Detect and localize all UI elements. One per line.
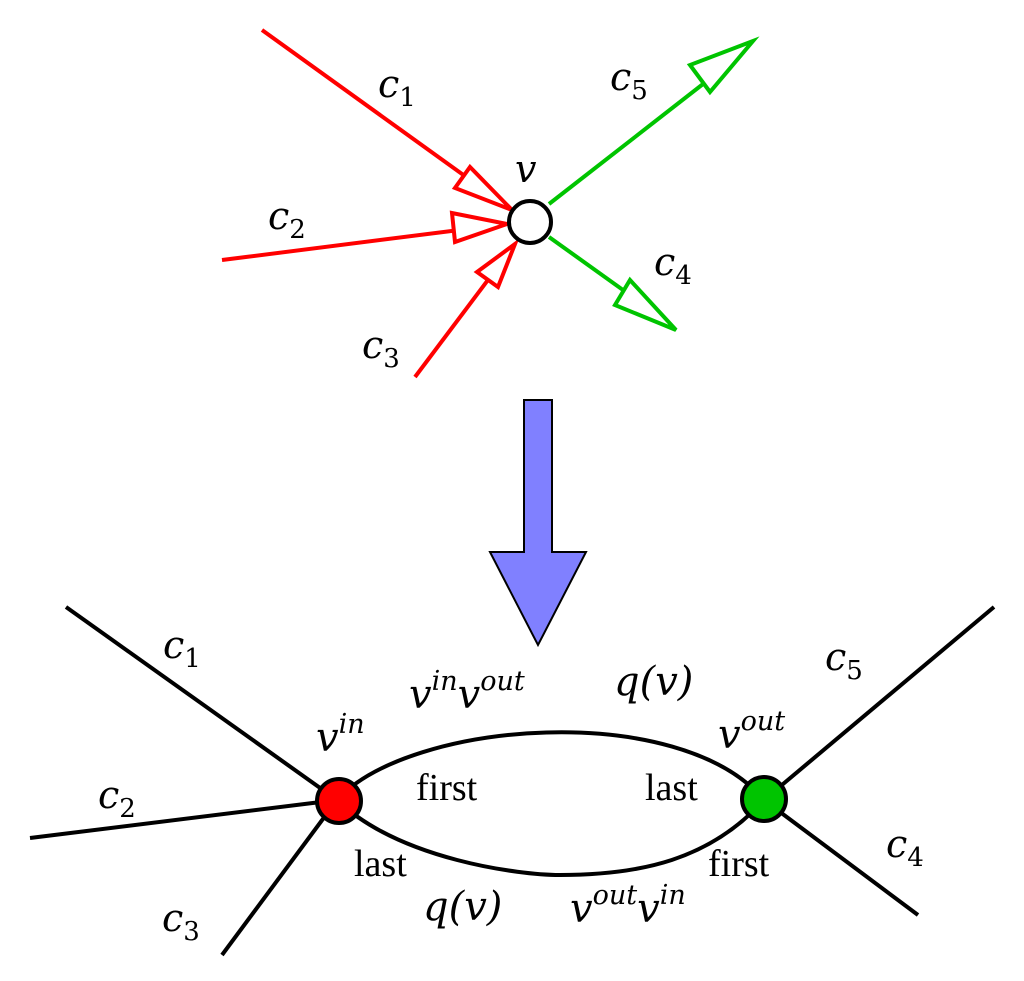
label-c1-bottom: c1 [163,623,201,674]
edge-c4-bottom [762,798,920,917]
label-c2-top: c2 [268,194,306,245]
vertex-v-out [740,775,788,823]
label-c3-bottom: c3 [162,896,200,947]
label-lower-last: last [354,843,407,885]
label-c4-bottom: c4 [886,822,924,873]
arrowhead-c1 [451,163,514,212]
label-c5-top: c5 [610,55,648,106]
vertex-v [507,199,553,245]
label-lower-arc-name: voutvin [570,880,686,932]
label-c4-top: c4 [654,240,692,291]
vertex-v-in [315,777,363,825]
label-v-out: vout [718,706,785,758]
arrowhead-c4 [612,276,678,332]
transform-arrow [488,399,588,648]
edge-c2-bottom [29,798,338,840]
label-upper-arc-q: q(v) [614,659,693,705]
arrowhead-c3 [473,238,520,291]
label-upper-arc-name: vinvout [409,666,525,718]
edge-c1-bottom [64,605,339,802]
label-upper-first: first [416,767,478,809]
top-graph: v c1 c2 c3 c4 c5 [221,28,760,379]
edge-c3-bottom [220,798,339,957]
label-lower-first: first [708,843,770,885]
arc-upper [335,730,766,802]
arrowhead-c2 [449,210,515,245]
label-c5-bottom: c5 [825,635,863,686]
label-v-in: vin [316,709,365,761]
arc-lower [335,798,766,878]
label-c1-top: c1 [378,62,416,113]
bottom-graph: c1 c2 c3 c4 c5 vin vout vinvout q(v) fir… [29,605,996,957]
label-upper-last: last [645,767,698,809]
edge-c5-bottom [762,605,996,802]
label-lower-arc-q: q(v) [423,884,502,930]
vertex-v-label: v [515,147,537,191]
label-c2-bottom: c2 [98,773,136,824]
label-c3-top: c3 [362,323,400,374]
edge-c5-outgoing [547,61,732,206]
arrowhead-c5 [686,36,760,96]
